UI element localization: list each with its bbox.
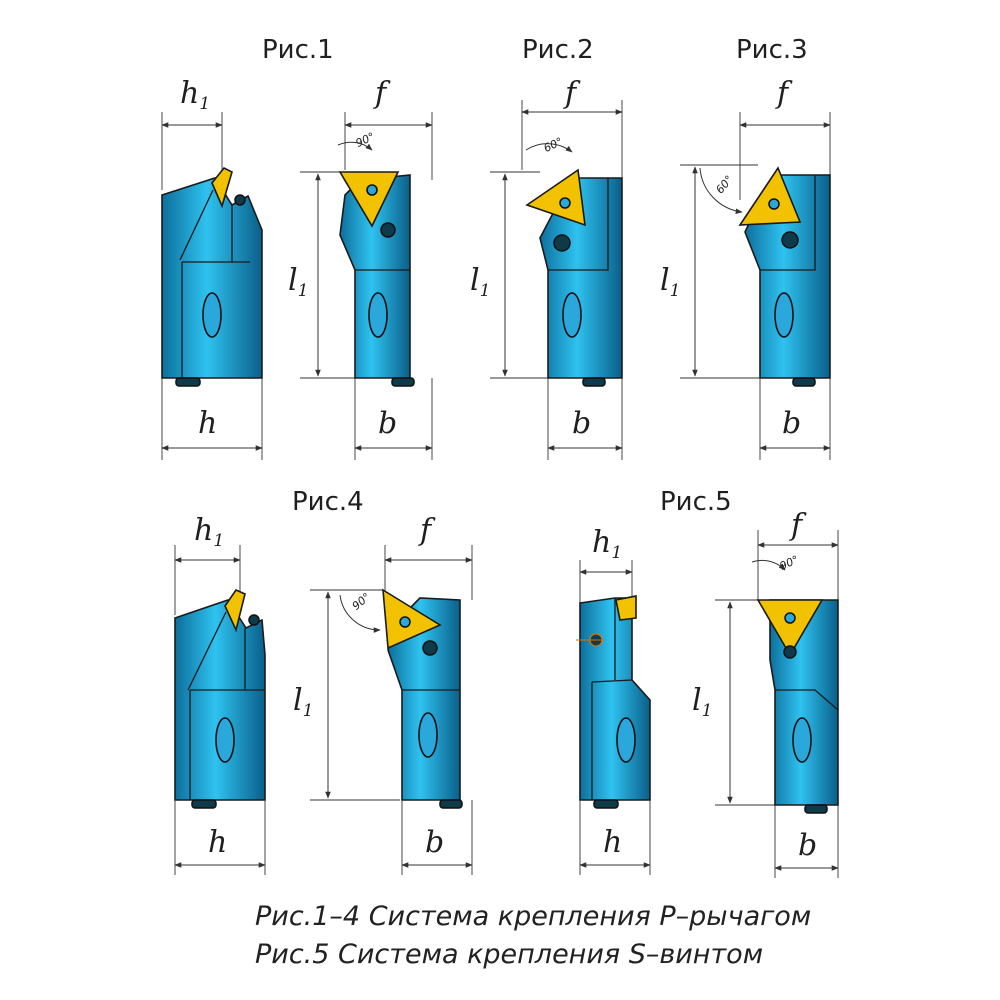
holder-body (174, 599, 266, 801)
mounting-hole (368, 292, 388, 338)
dim-l1: l1 (692, 683, 712, 721)
mounting-hole (215, 717, 235, 763)
holder-body (387, 597, 461, 801)
insert (525, 168, 586, 227)
svg-text:90°: 90° (350, 590, 373, 612)
dim-l1: l1 (660, 263, 680, 301)
screw-icon (783, 645, 797, 659)
figure-4-front: f 90° l1 b (293, 513, 473, 875)
figure-1-front: f 90° l1 b (288, 76, 433, 460)
svg-text:60°: 60° (542, 135, 565, 155)
dim-b: b (572, 406, 591, 441)
insert (224, 588, 246, 633)
figure-4-side: Рис.4 h1 h (174, 487, 364, 875)
caption-p-lever: Рис.1–4 Система крепления P–рычагом (255, 901, 811, 932)
figure-5-side: Рис.5 h1 h (576, 487, 732, 875)
figure-5-label: Рис.5 (660, 487, 732, 517)
dim-h1: h1 (592, 525, 622, 563)
holder-body (161, 177, 263, 379)
svg-text:60°: 60° (713, 173, 735, 196)
dim-b: b (798, 828, 817, 863)
mounting-hole (774, 292, 794, 338)
dim-h: h (208, 825, 227, 860)
screw-icon (380, 222, 396, 238)
screw-icon (781, 231, 799, 249)
figure-5-front: f 90° l1 b (692, 508, 839, 878)
insert (211, 166, 233, 209)
dim-b: b (378, 406, 397, 441)
mounting-hole (616, 717, 636, 763)
screw-icon (422, 640, 438, 656)
figure-1-label: Рис.1 (262, 35, 334, 65)
dim-h: h (603, 825, 622, 860)
screw-icon (234, 194, 246, 206)
mounting-hole (562, 292, 582, 338)
insert (756, 599, 824, 657)
dim-f: f (775, 76, 793, 111)
screw-icon (553, 234, 571, 252)
mounting-hole (202, 292, 222, 338)
dim-h1: h1 (180, 76, 210, 114)
dim-f: f (789, 508, 807, 543)
figure-2: Рис.2 f 60° l1 b (470, 35, 623, 460)
dim-l1: l1 (293, 683, 313, 721)
figure-4-label: Рис.4 (292, 487, 364, 517)
insert (338, 171, 400, 228)
svg-text:90°: 90° (354, 130, 377, 150)
mounting-hole (418, 712, 438, 758)
dim-h1: h1 (194, 513, 224, 551)
svg-text:90°: 90° (778, 553, 801, 573)
dim-f: f (563, 76, 581, 111)
caption-s-screw: Рис.5 Система крепления S–винтом (255, 939, 763, 970)
screw-icon (248, 614, 260, 626)
dim-b: b (782, 406, 801, 441)
dim-f: f (373, 76, 391, 111)
dim-f: f (418, 513, 436, 548)
figure-2-label: Рис.2 (522, 35, 594, 65)
dim-l1: l1 (470, 263, 490, 301)
mounting-hole (792, 717, 812, 763)
dim-b: b (425, 825, 444, 860)
insert (738, 166, 802, 226)
figure-1-side: Рис.1 h1 h (161, 35, 334, 460)
dim-l1: l1 (288, 263, 308, 301)
dim-h: h (198, 406, 217, 441)
figure-3: Рис.3 f 60° l1 b (660, 35, 831, 460)
figure-3-label: Рис.3 (736, 35, 808, 65)
insert (382, 588, 442, 650)
insert (615, 595, 637, 621)
